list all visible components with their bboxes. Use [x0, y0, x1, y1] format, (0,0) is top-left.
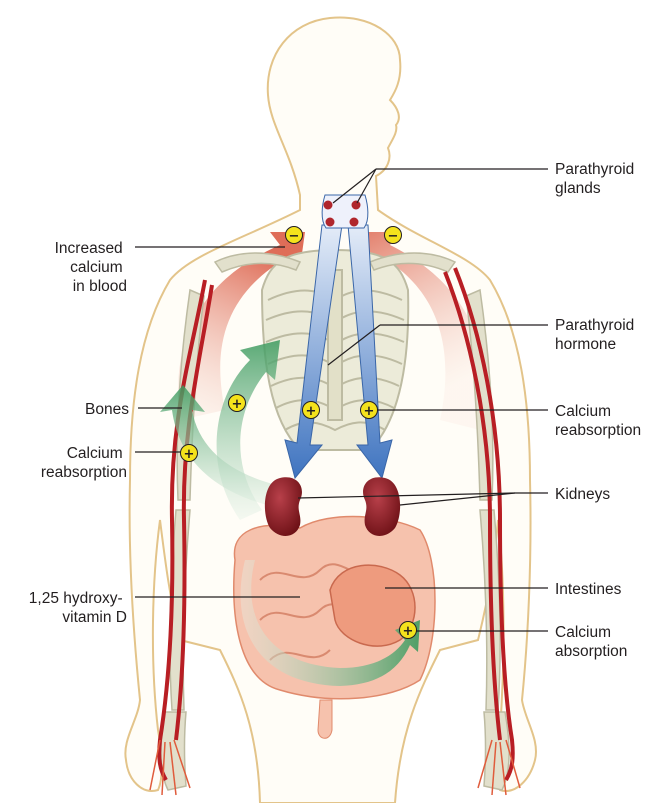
svg-text:+: + [364, 404, 375, 419]
right-kidney-icon [363, 477, 400, 536]
minus-sign-left: − [286, 227, 303, 245]
plus-sign-reabsorption-left: + [181, 445, 198, 463]
ribcage [262, 250, 408, 450]
svg-text:+: + [184, 447, 195, 462]
svg-text:+: + [232, 397, 243, 412]
label-calcium-reabsorption-right: Calcium reabsorption [555, 403, 641, 439]
plus-sign-reabsorption-right: + [361, 402, 378, 420]
svg-text:−: − [289, 229, 300, 244]
label-bones: Bones [85, 401, 129, 418]
label-parathyroid-hormone: Parathyroid hormone [555, 317, 639, 353]
label-vitamin-d: 1,25 hydroxy- vitamin D [29, 590, 127, 626]
svg-text:+: + [403, 624, 414, 639]
svg-text:−: − [388, 229, 399, 244]
plus-sign-hormone: + [303, 402, 320, 420]
label-kidneys: Kidneys [555, 486, 610, 503]
label-intestines: Intestines [555, 581, 622, 598]
label-parathyroid-glands: Parathyroid glands [555, 161, 639, 197]
parathyroid-glands-icon [322, 195, 368, 228]
plus-sign-bones: + [229, 395, 246, 413]
minus-sign-right: − [385, 227, 402, 245]
label-calcium-absorption: Calcium absorption [555, 624, 627, 660]
svg-text:+: + [306, 404, 317, 419]
plus-sign-absorption: + [400, 622, 417, 640]
label-increased-calcium: Increased calcium in blood [55, 240, 127, 295]
label-calcium-reabsorption-left: Calcium reabsorption [41, 445, 127, 481]
left-kidney-icon [265, 477, 302, 536]
